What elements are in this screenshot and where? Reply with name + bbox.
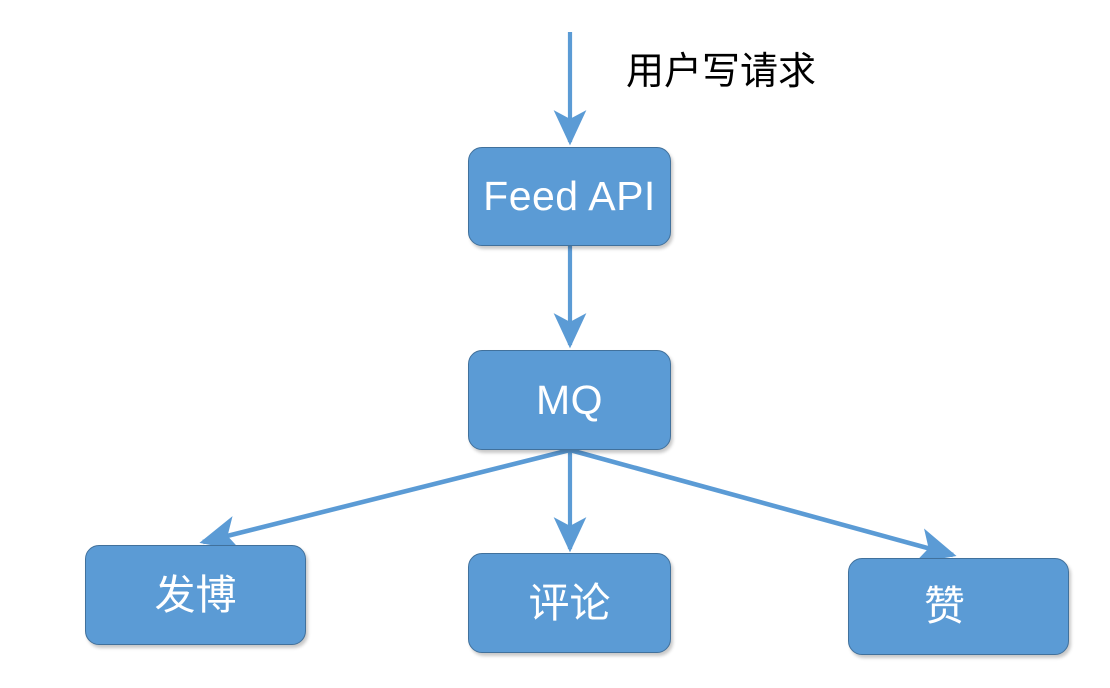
node-like[interactable]: 赞	[848, 558, 1069, 655]
node-mq[interactable]: MQ	[468, 350, 671, 450]
node-mq-label: MQ	[535, 376, 604, 423]
edge-mq-to-like	[569, 447, 957, 564]
node-comment-label: 评论	[528, 579, 611, 626]
annotation-user-write-request: 用户写请求	[626, 51, 817, 93]
node-like-label: 赞	[924, 583, 965, 629]
edge-mq-to-post	[199, 447, 571, 551]
node-feed-api-label: Feed API	[483, 173, 656, 219]
node-post[interactable]: 发博	[85, 545, 306, 645]
node-feed-api[interactable]: Feed API	[468, 147, 671, 246]
node-comment[interactable]: 评论	[468, 553, 671, 653]
node-post-label: 发博	[154, 571, 237, 618]
